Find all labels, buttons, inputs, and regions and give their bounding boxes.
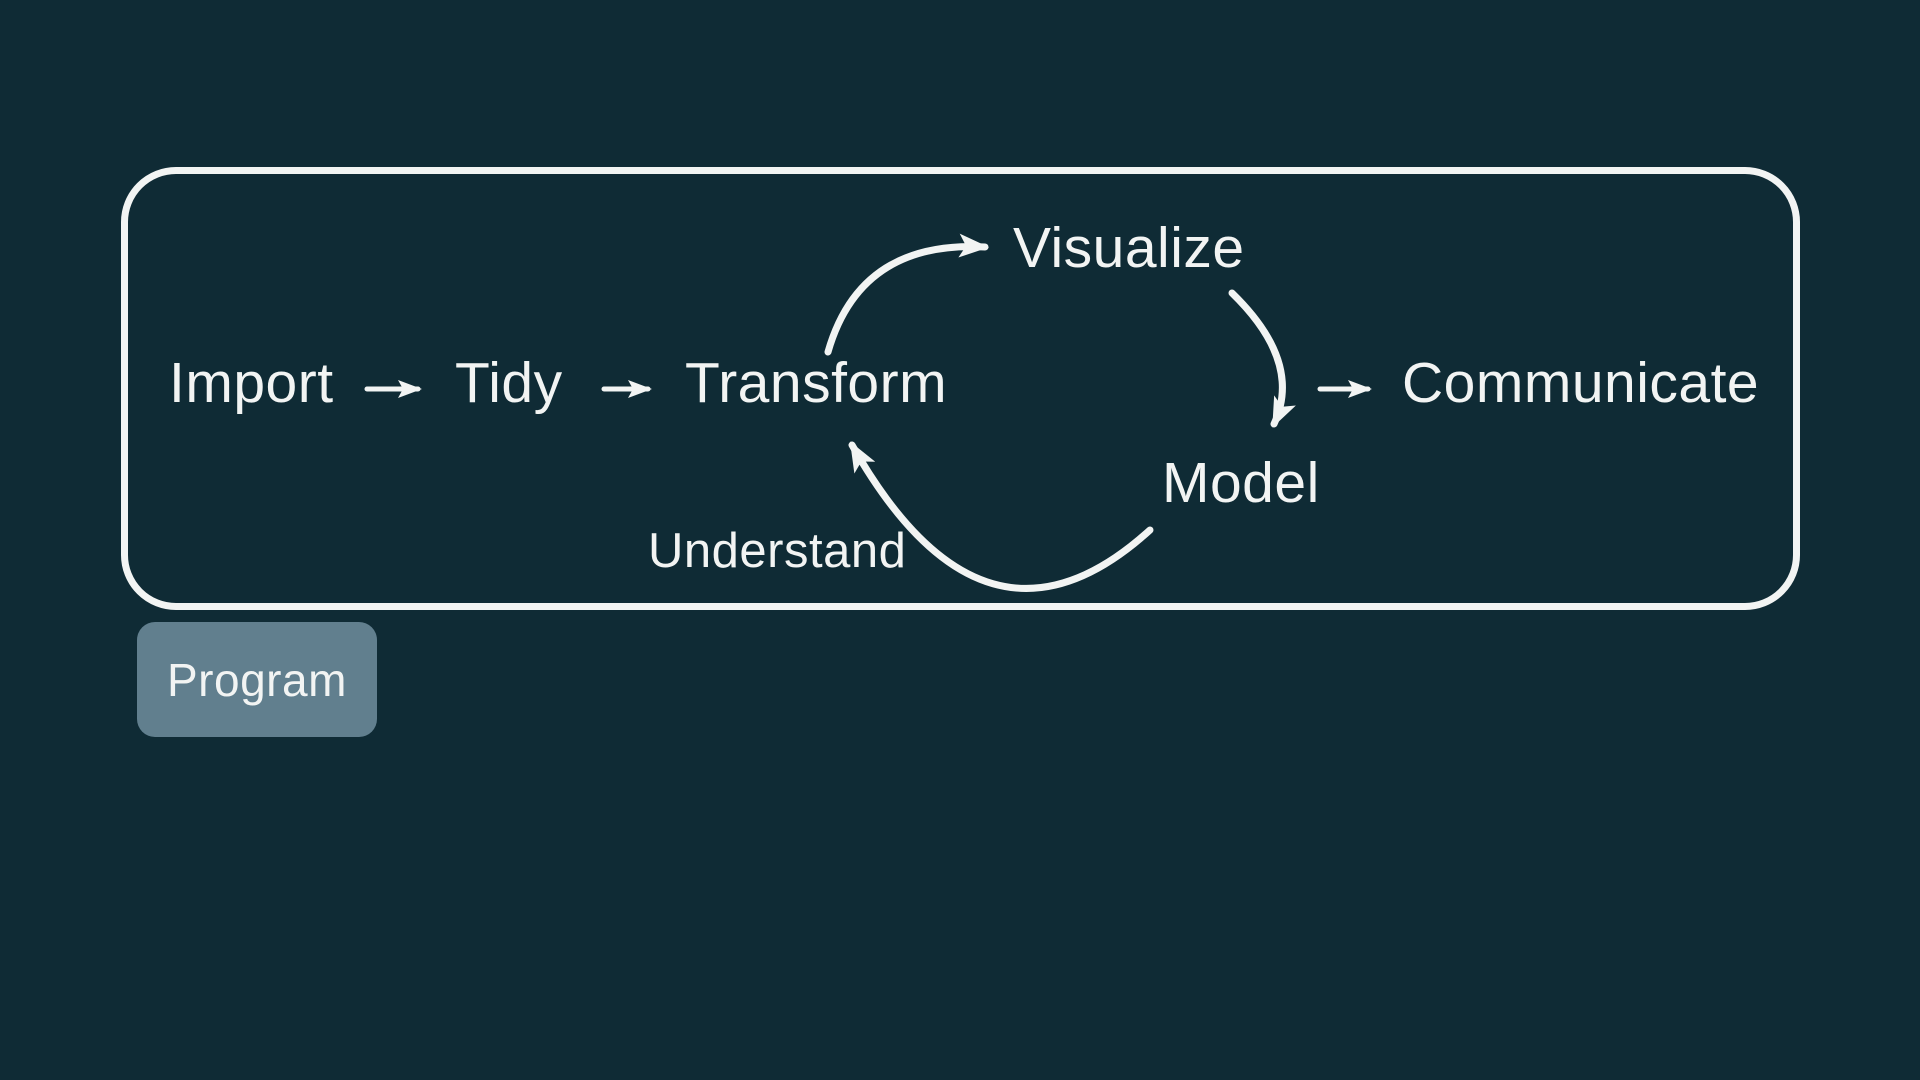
step-communicate-label: Communicate [1402,351,1760,415]
step-tidy-label: Tidy [455,351,563,415]
program-label: Program [167,653,347,706]
step-transform-label: Transform [685,351,948,415]
understand-cycle-panel [121,167,1800,610]
step-import-label: Import [169,351,334,415]
program-box: Program [137,622,377,737]
step-visualize-label: Visualize [1013,216,1245,280]
step-model-label: Model [1162,451,1320,515]
understand-cycle-label: Understand [648,524,907,578]
